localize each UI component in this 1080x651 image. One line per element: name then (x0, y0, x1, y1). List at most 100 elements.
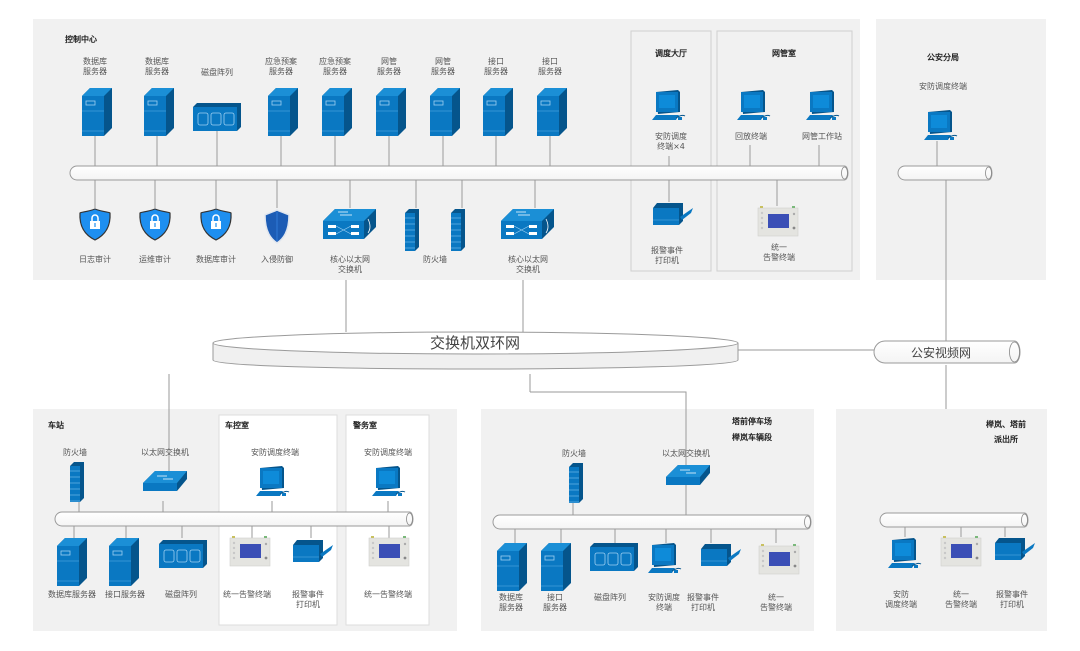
server-icon (144, 88, 174, 136)
terminal-label: 网管工作站 (802, 131, 842, 141)
depot-switch-label: 以太网交换机 (662, 448, 710, 458)
server-label: 服务器 (431, 66, 455, 76)
depot-switch-icon (666, 465, 710, 485)
depot-printer-icon (701, 544, 741, 566)
server-label: 数据库 (83, 56, 107, 66)
device-label: 服务器 (543, 602, 567, 612)
terminal-label: 终端×4 (657, 141, 685, 151)
server-label: 应急预案 (319, 56, 351, 66)
intrusion-prevention-icon (264, 209, 290, 244)
police-branch-bus (897, 165, 993, 181)
nms-room-title: 网管室 (772, 48, 796, 58)
device-label: 报警事件 (687, 592, 719, 602)
device-label: 统一 (768, 592, 784, 602)
firewall-icon (451, 209, 465, 251)
police-station-terminal-icon (888, 538, 922, 568)
server-label: 接口 (488, 56, 504, 66)
dispatch-hall-title: 调度大厅 (655, 48, 687, 58)
device-label: 安防调度 (648, 592, 680, 602)
control-room-printer-icon (293, 540, 333, 562)
station-title: 车站 (48, 420, 64, 430)
control-room-terminal-icon (256, 466, 290, 496)
device-label: 告警终端 (760, 602, 792, 612)
server-label: 网管 (381, 56, 397, 66)
police-station-title-1: 榉岚、塔前 (986, 419, 1026, 429)
security-label: 数据库审计 (196, 254, 236, 264)
device-label: 报警事件 (292, 589, 324, 599)
device-label: 磁盘阵列 (594, 592, 626, 602)
device-label: 告警终端 (945, 599, 977, 609)
station-switch-icon (143, 471, 187, 491)
switch-dual-ring-network: 交换机双环网 (212, 331, 739, 370)
device-label: 打印机 (296, 599, 320, 609)
station-interface-server-icon (109, 538, 139, 586)
switch-label: 核心以太网 (330, 254, 370, 264)
printer-label: 打印机 (655, 255, 679, 265)
device-label: 统一 (953, 589, 969, 599)
depot-db-server-icon (497, 543, 527, 591)
depot-title-2: 榉岚车辆段 (732, 432, 772, 442)
depot-title-1: 塔前停车场 (732, 416, 772, 426)
station-bus (54, 511, 414, 527)
device-label: 打印机 (1000, 599, 1024, 609)
alarm-printer-icon (653, 203, 693, 225)
terminal-label: 安防调度 (655, 131, 687, 141)
device-label: 报警事件 (996, 589, 1028, 599)
device-label: 调度终端 (885, 599, 917, 609)
firewall-icon (405, 209, 419, 251)
switch-label: 核心以太网 (508, 254, 548, 264)
police-branch-panel (876, 19, 1046, 280)
police-room-title: 警务室 (352, 420, 377, 430)
depot-alarm-terminal-icon (758, 544, 800, 575)
server-icon (430, 88, 460, 136)
police-branch-terminal-label: 安防调度终端 (919, 81, 967, 91)
dispatch-terminal-icon (652, 90, 686, 120)
firewall-label: 防火墙 (423, 254, 447, 264)
device-label: 数据库服务器 (48, 589, 96, 599)
disk-array-icon (193, 103, 241, 131)
station-disk-array-icon (159, 540, 207, 568)
control-room-terminal-label: 安防调度终端 (251, 447, 299, 457)
device-label: 磁盘阵列 (165, 589, 197, 599)
unified-alarm-terminal-icon (757, 206, 799, 237)
control-center-title: 控制中心 (65, 34, 97, 44)
server-label: 数据库 (145, 56, 169, 66)
depot-bus (492, 514, 812, 530)
server-icon (82, 88, 112, 136)
depot-terminal-icon (648, 543, 682, 573)
server-label: 服务器 (269, 66, 293, 76)
device-label: 数据库 (499, 592, 523, 602)
security-label: 运维审计 (139, 254, 171, 264)
station-firewall-label: 防火墙 (63, 447, 87, 457)
depot-firewall-label: 防火墙 (562, 448, 586, 458)
police-room-alarm-terminal-icon (368, 536, 410, 567)
device-label: 接口服务器 (105, 589, 145, 599)
switch-label: 交换机 (338, 264, 362, 274)
station-db-server-icon (57, 538, 87, 586)
station-switch-label: 以太网交换机 (141, 447, 189, 457)
device-label: 安防 (893, 589, 909, 599)
depot-firewall-icon (569, 463, 583, 503)
control-room-title: 车控室 (225, 420, 249, 430)
device-label: 服务器 (499, 602, 523, 612)
nms-workstation-icon (806, 90, 840, 120)
core-switch-icon (323, 209, 376, 239)
police-station-printer-icon (995, 538, 1035, 560)
printer-label: 报警事件 (651, 245, 683, 255)
police-branch-title: 公安分局 (927, 52, 959, 62)
police-room-terminal-icon (372, 466, 406, 496)
police-station-bus (879, 512, 1029, 528)
core-switch-icon (501, 209, 554, 239)
device-label: 统一告警终端 (223, 589, 271, 599)
playback-terminal-icon (737, 90, 771, 120)
server-label: 服务器 (145, 66, 169, 76)
police-branch-terminal-icon (924, 110, 958, 140)
device-label: 接口 (547, 592, 563, 602)
server-label: 接口 (542, 56, 558, 66)
security-label: 入侵防御 (261, 254, 293, 264)
device-label: 统一告警终端 (364, 589, 412, 599)
db-audit-shield-icon (200, 208, 232, 241)
station-firewall-icon (70, 462, 84, 502)
server-label: 服务器 (484, 66, 508, 76)
terminal-label: 回放终端 (735, 131, 767, 141)
